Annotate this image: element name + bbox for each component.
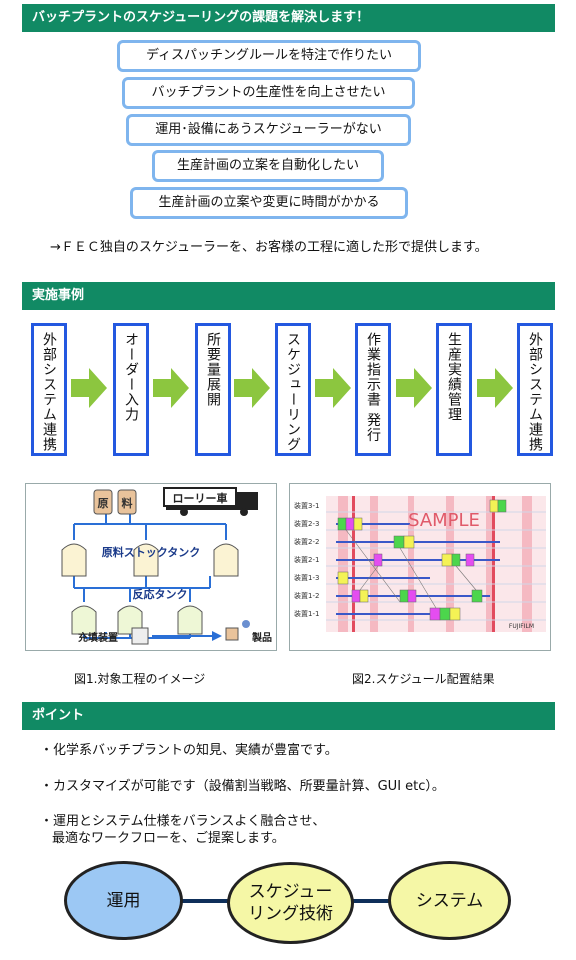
point-item: ・運用とシステム仕様をバランスよく融合させ、 [40,814,326,829]
flow-step-label: 生産実績管理 [446,332,462,422]
sample-watermark: SAMPLE [408,510,480,531]
flow-step: 生産実績管理 [436,323,472,456]
process-diagram: 原 料 ローリー車 原料ストックタンク 反応タンク 充填装置 製品 [61,487,272,645]
flow-step: 作業指示書 発行 [355,323,391,456]
truck-label: ローリー車 [173,491,228,505]
issue-box: 生産計画の立案を自動化したい [152,150,384,182]
flow-arrow-icon [315,368,351,408]
material-label: 原 [98,497,109,510]
row-label: 装置2-1 [294,555,319,564]
issue-box: 生産計画の立案や変更に時間がかかる [130,187,408,219]
row-label: 装置2-2 [294,537,319,546]
filling-label: 充填装置 [78,631,118,644]
row-label: 装置2-3 [294,519,319,528]
venn-circle-operation: 運用 [64,861,183,940]
section-header-cases: 実施事例 [22,282,555,310]
venn-circle-system: システム [388,861,511,940]
flow-step-label: スケジューリング [285,332,301,452]
flow-step-label: 作業指示書 発行 [365,332,381,443]
point-item: ・カスタマイズが可能です（設備割当戦略、所要量計算、GUI etc）。 [40,779,445,794]
section-header-challenges: バッチプラントのスケジューリングの課題を解決します！ [22,4,555,32]
figure-caption: 図2.スケジュール配置結果 [352,672,495,686]
flow-step: 外部システム連携 [31,323,67,456]
flow-step: スケジューリング [275,323,311,456]
material-label: 料 [122,496,133,510]
gantt-chart: 装置3-1 装置2-3 装置2-2 装置2-1 装置1-3 装置1-2 装置1-… [294,496,546,632]
issue-box: 運用･設備にあうスケジューラーがない [126,114,411,146]
flow-arrow-icon [71,368,107,408]
figure-caption: 図1.対象工程のイメージ [74,672,206,686]
venn-label: スケジュー [248,882,333,902]
venn-circle-scheduling: スケジュー リング技術 [227,862,354,944]
flow-step: 所要量展開 [195,323,231,456]
row-label: 装置1-2 [294,591,319,600]
reaction-tank-label: 反応タンク [133,587,188,601]
section-header-points: ポイント [22,702,555,730]
process-image: 原 料 ローリー車 原料ストックタンク 反応タンク 充填装置 製品 [25,483,277,651]
row-label: 装置1-1 [294,609,319,618]
venn-label: 運用 [106,890,141,911]
flow-step: 外部システム連携 [517,323,553,456]
issue-box: ディスパッチングルールを特注で作りたい [117,40,421,72]
point-item: 最適なワークフローを、ご提案します。 [52,831,285,846]
flow-step-label: 外部システム連携 [527,332,543,452]
row-label: 装置3-1 [294,501,319,510]
flow-arrow-icon [396,368,432,408]
venn-label: リング技術 [248,904,333,924]
flow-arrow-icon [234,368,270,408]
issue-box: バッチプラントの生産性を向上させたい [122,77,415,109]
solution-note: →ＦＥＣ独自のスケジューラーを、お客様の工程に適した形で提供します。 [50,240,488,255]
product-label: 製品 [251,631,272,644]
flow-arrow-icon [153,368,189,408]
stock-tank-label: 原料ストックタンク [102,545,201,559]
venn-label: システム [415,890,484,911]
schedule-image: 装置3-1 装置2-3 装置2-2 装置2-1 装置1-3 装置1-2 装置1-… [289,483,551,651]
point-item: ・化学系バッチプラントの知見、実績が豊富です。 [40,743,338,758]
flow-step-label: オーダー入力 [123,332,139,422]
flow-step-label: 外部システム連携 [41,332,57,452]
brand-logo: FUJIFILM [509,623,534,630]
row-label: 装置1-3 [294,573,319,582]
flow-arrow-icon [477,368,513,408]
flow-step: オーダー入力 [113,323,149,456]
flow-step-label: 所要量展開 [205,332,221,407]
